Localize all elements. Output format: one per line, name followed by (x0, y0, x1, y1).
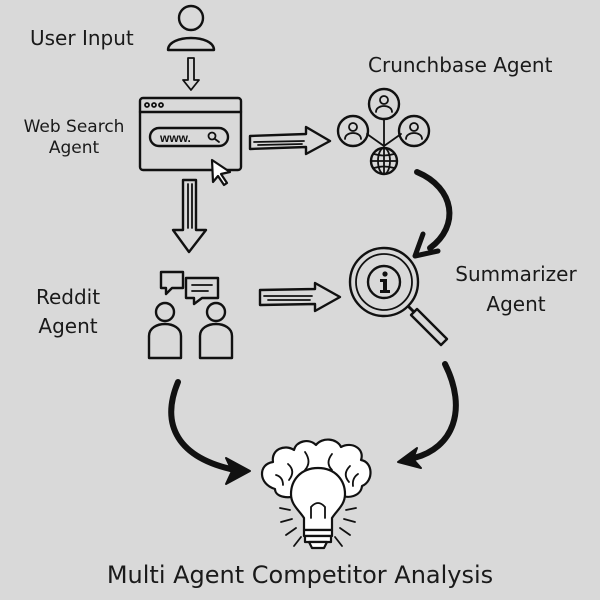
url-text: www. (159, 131, 191, 145)
reddit-agent-label-line2: Agent (38, 314, 98, 338)
arrow-user-to-websearch (182, 57, 200, 91)
summarizer-agent-label: Summarizer Agent (446, 259, 586, 319)
arrow-reddit-to-output (168, 379, 251, 485)
magnifier-info-icon (348, 246, 449, 347)
web-search-agent-label-line2: Agent (48, 138, 100, 159)
reddit-agent-label: Reddit Agent (18, 283, 118, 341)
browser-window-icon: www. (138, 96, 243, 187)
people-chat-icon (147, 270, 234, 360)
web-search-agent-label: Web Search Agent (14, 117, 134, 160)
arrow-websearch-to-reddit (171, 178, 208, 254)
web-search-agent-label-line1: Web Search (23, 117, 125, 137)
output-label: Multi Agent Competitor Analysis (106, 561, 494, 589)
arrow-reddit-to-summarizer (258, 281, 342, 313)
user-input-label: User Input (30, 26, 134, 50)
network-people-globe-icon (336, 87, 431, 176)
arrow-summarizer-to-output (397, 361, 459, 469)
brain-lightbulb-icon (260, 438, 372, 550)
reddit-agent-label-line1: Reddit (35, 285, 101, 309)
arrow-websearch-to-crunchbase (248, 125, 332, 156)
summarizer-agent-label-line2: Agent (486, 292, 546, 316)
user-icon (166, 4, 216, 52)
summarizer-agent-label-line1: Summarizer (455, 262, 577, 286)
crunchbase-agent-label: Crunchbase Agent (368, 53, 553, 77)
arrow-crunchbase-to-summarizer (412, 169, 453, 259)
